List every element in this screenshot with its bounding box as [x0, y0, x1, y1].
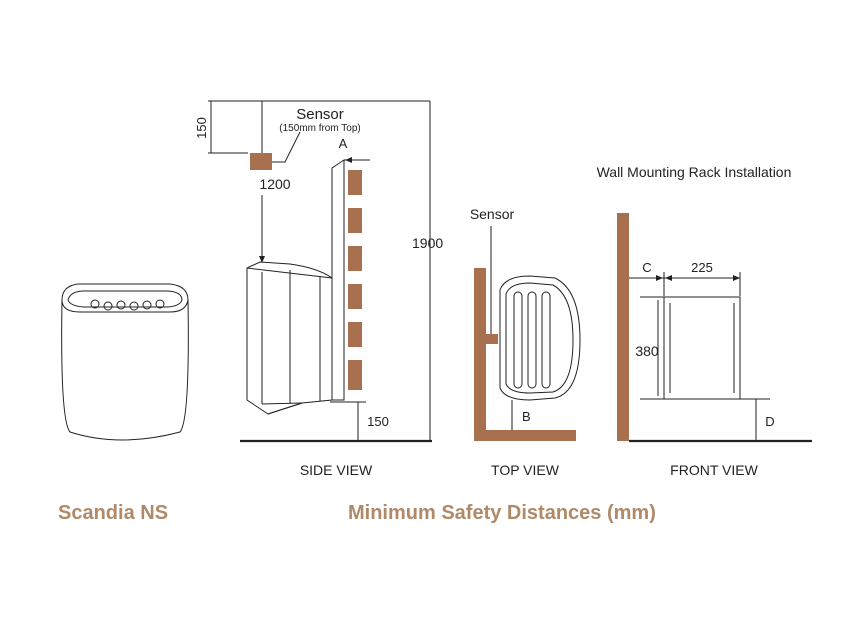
wood-slat — [348, 208, 362, 233]
wall-rack-title: Wall Mounting Rack Installation — [597, 164, 792, 180]
dim-225-label: 225 — [691, 260, 713, 275]
sensor-mount — [486, 334, 498, 344]
side-view: 150 Sensor (150mm from Top) 1200 A — [194, 100, 443, 478]
dim-C-label: C — [642, 260, 651, 275]
top-view: Sensor B TOP VIEW — [470, 206, 581, 478]
wood-slat — [348, 360, 362, 390]
product-name: Scandia NS — [58, 502, 168, 524]
dim-1200-label: 1200 — [259, 176, 290, 192]
sensor-top-label: Sensor — [470, 206, 515, 222]
wood-slat — [348, 170, 362, 195]
wood-slat — [348, 322, 362, 347]
wall-corner — [474, 268, 576, 441]
top-view-caption: TOP VIEW — [491, 462, 560, 478]
wood-slat — [348, 246, 362, 271]
safety-heading: Minimum Safety Distances (mm) — [348, 502, 656, 524]
sensor-note: (150mm from Top) — [279, 123, 361, 134]
dim-B-label: B — [522, 409, 531, 424]
wood-slat — [348, 284, 362, 309]
dim-150-bottom-label: 150 — [367, 414, 389, 429]
sensor-label: Sensor — [296, 106, 344, 123]
wall-front — [617, 213, 629, 441]
side-view-caption: SIDE VIEW — [300, 462, 373, 478]
heater-illustration — [61, 283, 189, 441]
dim-D-label: D — [765, 414, 774, 429]
front-view-caption: FRONT VIEW — [670, 462, 758, 478]
dim-1900-label: 1900 — [412, 235, 443, 251]
front-view: Wall Mounting Rack Installation C 225 38… — [597, 164, 812, 478]
sensor-box — [250, 153, 272, 170]
dim-150-top-label: 150 — [194, 117, 209, 139]
dim-380-label: 380 — [635, 343, 659, 359]
dim-A-label: A — [339, 136, 348, 151]
